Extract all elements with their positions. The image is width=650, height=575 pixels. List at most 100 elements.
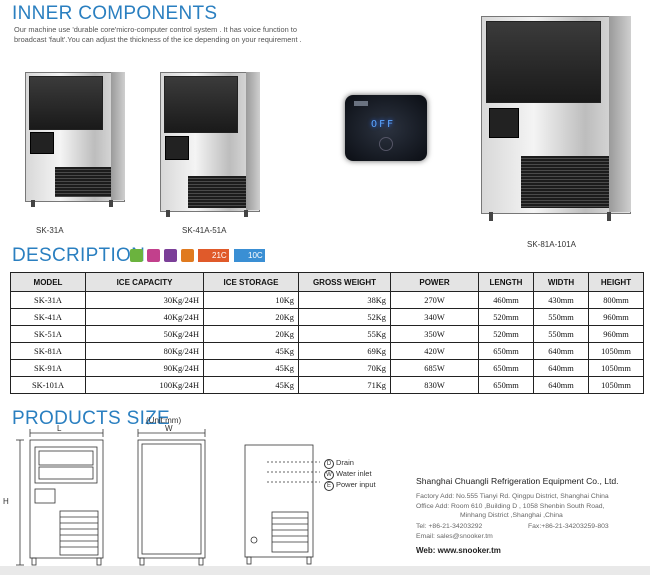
power-button-icon — [379, 137, 393, 151]
cell-gross-weight: 55Kg — [298, 325, 391, 343]
website: Web: www.snooker.tm — [416, 546, 501, 555]
cell-length: 520mm — [478, 325, 534, 343]
cell-width: 640mm — [533, 376, 589, 394]
flower-icon — [147, 249, 160, 262]
header-power: POWER — [390, 272, 479, 292]
cell-model: SK-51A — [10, 325, 86, 343]
company-name: Shanghai Chuangli Refrigeration Equipmen… — [416, 476, 619, 486]
cell-length: 650mm — [478, 376, 534, 394]
cell-width: 430mm — [533, 291, 589, 309]
temp-cold-badge: 10C — [234, 249, 265, 262]
cell-ice-capacity: 30Kg/24H — [85, 291, 204, 309]
table-row: SK-51A 50Kg/24H 20Kg 55Kg 350W 520mm 550… — [10, 325, 644, 343]
cell-width: 550mm — [533, 325, 589, 343]
power-icon — [181, 249, 194, 262]
cell-ice-capacity: 80Kg/24H — [85, 342, 204, 360]
unit-label: (Unit:mm) — [146, 416, 182, 425]
fax: Fax:+86-21-34203259-803 — [528, 523, 609, 530]
cell-length: 650mm — [478, 359, 534, 377]
front-view-drawing — [16, 429, 104, 566]
cell-ice-capacity: 100Kg/24H — [85, 376, 204, 394]
cell-gross-weight: 71Kg — [298, 376, 391, 394]
cell-ice-storage: 45Kg — [203, 359, 299, 377]
header-ice-storage: ICE STORAGE — [203, 272, 299, 292]
table-row: SK-81A 80Kg/24H 45Kg 69Kg 420W 650mm 640… — [10, 342, 644, 360]
cell-power: 270W — [390, 291, 479, 309]
cell-model: SK-81A — [10, 342, 86, 360]
header-length: LENGTH — [478, 272, 534, 292]
cell-power: 420W — [390, 342, 479, 360]
caption-sk41a-51a: SK-41A-51A — [182, 226, 227, 235]
products-size-title: PRODUCTS SIZE — [12, 408, 171, 429]
machine-sk41a-image — [160, 72, 260, 217]
cell-model: SK-31A — [10, 291, 86, 309]
cell-height: 960mm — [588, 325, 644, 343]
cell-height: 1050mm — [588, 342, 644, 360]
table-row: SK-91A 90Kg/24H 45Kg 70Kg 685W 650mm 640… — [10, 359, 644, 377]
cell-ice-storage: 45Kg — [203, 342, 299, 360]
table-row: SK-41A 40Kg/24H 20Kg 52Kg 340W 520mm 550… — [10, 308, 644, 326]
cell-height: 800mm — [588, 291, 644, 309]
description-title: DESCRIPTION — [12, 245, 146, 266]
cell-length: 460mm — [478, 291, 534, 309]
footer-bar — [0, 566, 650, 575]
dim-l-label: L — [57, 424, 62, 433]
logo-icon — [354, 101, 368, 106]
cell-ice-storage: 20Kg — [203, 325, 299, 343]
cell-model: SK-91A — [10, 359, 86, 377]
cell-ice-capacity: 90Kg/24H — [85, 359, 204, 377]
cell-width: 640mm — [533, 359, 589, 377]
cell-width: 640mm — [533, 342, 589, 360]
cell-gross-weight: 38Kg — [298, 291, 391, 309]
dim-w-label: W — [165, 424, 173, 433]
cell-power: 830W — [390, 376, 479, 394]
cell-model: SK-101A — [10, 376, 86, 394]
cell-ice-storage: 10Kg — [203, 291, 299, 309]
legend-water-inlet-label: Water inlet — [336, 469, 372, 478]
header-width: WIDTH — [533, 272, 589, 292]
cell-ice-capacity: 50Kg/24H — [85, 325, 204, 343]
cell-gross-weight: 69Kg — [298, 342, 391, 360]
water-inlet-icon: W — [324, 470, 334, 480]
caption-sk81a-101a: SK-81A-101A — [527, 240, 576, 249]
cell-height: 1050mm — [588, 376, 644, 394]
factory-address: Factory Add: No.555 Tianyi Rd. Qingpu Di… — [416, 493, 609, 500]
drain-icon: D — [324, 459, 334, 469]
legend-power-input-label: Power input — [336, 480, 376, 489]
machine-sk31a-image — [25, 72, 125, 207]
table-row: SK-101A 100Kg/24H 45Kg 71Kg 830W 650mm 6… — [10, 376, 644, 394]
header-gross-weight: GROSS WEIGHT — [298, 272, 391, 292]
header-model: MODEL — [10, 272, 86, 292]
water-drop-icon — [164, 249, 177, 262]
cell-power: 340W — [390, 308, 479, 326]
cell-ice-capacity: 40Kg/24H — [85, 308, 204, 326]
spec-table: MODEL ICE CAPACITY ICE STORAGE GROSS WEI… — [10, 272, 644, 394]
power-input-icon: E — [324, 481, 334, 491]
cell-ice-storage: 20Kg — [203, 308, 299, 326]
control-display-closeup: OFF — [345, 95, 427, 161]
inner-components-title: INNER COMPONENTS — [12, 3, 218, 24]
cell-length: 520mm — [478, 308, 534, 326]
cell-gross-weight: 52Kg — [298, 308, 391, 326]
cell-width: 550mm — [533, 308, 589, 326]
header-height: HEIGHT — [588, 272, 644, 292]
cell-ice-storage: 45Kg — [203, 376, 299, 394]
side-view-drawing — [137, 429, 206, 566]
display-text: OFF — [371, 119, 396, 130]
rear-view-drawing — [244, 444, 320, 565]
telephone: Tel: +86-21-34203292 — [416, 523, 483, 530]
cell-height: 1050mm — [588, 359, 644, 377]
email: Email: sales@snooker.tm — [416, 533, 493, 540]
recycle-icon — [130, 249, 143, 262]
cell-model: SK-41A — [10, 308, 86, 326]
machine-sk81a-image — [481, 16, 631, 221]
cell-power: 350W — [390, 325, 479, 343]
table-header-row: MODEL ICE CAPACITY ICE STORAGE GROSS WEI… — [10, 272, 644, 292]
cell-length: 650mm — [478, 342, 534, 360]
office-address-line1: Office Add: Room 610 ,Building D , 1058 … — [416, 503, 605, 510]
dim-h-label: H — [3, 497, 9, 506]
legend-drain-label: Drain — [336, 458, 354, 467]
